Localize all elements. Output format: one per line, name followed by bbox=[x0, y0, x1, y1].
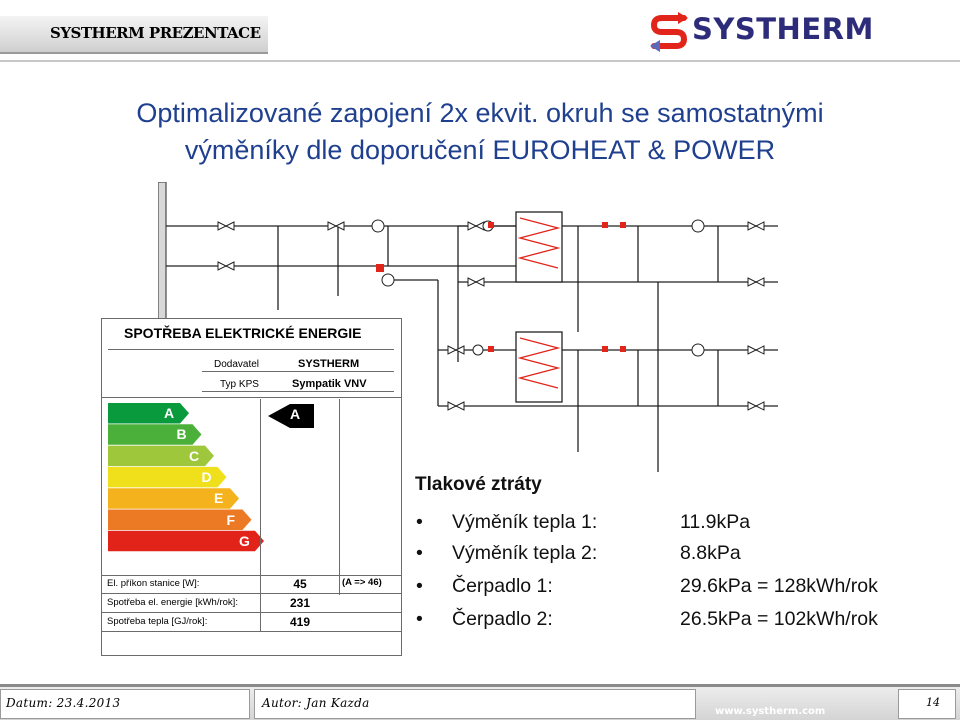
energy-class-letter-e: E bbox=[214, 490, 224, 507]
slide-header: SYSTHERM PREZENTACE SYSTHERM bbox=[0, 0, 960, 62]
energy-label-title: SPOTŘEBA ELEKTRICKÉ ENERGIE bbox=[124, 325, 362, 341]
energy-label-rule bbox=[202, 391, 394, 392]
type-label: Typ KPS bbox=[220, 379, 259, 390]
energy-class-scale bbox=[108, 403, 314, 552]
energy-label-column-rule bbox=[260, 399, 261, 575]
loss-item-label: Výměník tepla 2: bbox=[452, 542, 598, 564]
bullet-icon: • bbox=[416, 511, 423, 533]
slide-footer: Datum: 23.4.2013 Autor: Jan Kazda 14 www… bbox=[0, 684, 960, 720]
energy-label-column-rule bbox=[260, 575, 261, 631]
energy-label-rule bbox=[102, 397, 401, 398]
loss-item: • Výměník tepla 1: 11.9kPa bbox=[413, 511, 953, 538]
energy-label-column-rule bbox=[339, 575, 340, 595]
loss-item-label: Čerpadlo 2: bbox=[452, 608, 553, 630]
footer-author-box bbox=[254, 689, 696, 719]
header-label-box: SYSTHERM PREZENTACE bbox=[0, 16, 268, 54]
header-label: SYSTHERM PREZENTACE bbox=[50, 24, 261, 42]
energy-label-rule bbox=[102, 631, 401, 632]
energy-class-letter-g: G bbox=[239, 532, 250, 549]
supplier-value: SYSTHERM bbox=[298, 358, 360, 370]
systherm-logo: SYSTHERM bbox=[648, 8, 910, 56]
pressure-losses-heading: Tlakové ztráty bbox=[415, 474, 542, 495]
bullet-icon: • bbox=[416, 608, 423, 630]
power-input-note: (A => 46) bbox=[342, 577, 382, 588]
energy-label-rule bbox=[102, 612, 401, 613]
loss-item-label: Čerpadlo 1: bbox=[452, 575, 553, 597]
loss-item: • Výměník tepla 2: 8.8kPa bbox=[413, 542, 953, 569]
footer-page-box bbox=[898, 689, 956, 719]
page-number: 14 bbox=[926, 696, 940, 709]
slide-title-line-1: Optimalizované zapojení 2x ekvit. okruh … bbox=[136, 98, 824, 128]
footer-author: Autor: Jan Kazda bbox=[262, 696, 370, 710]
energy-class-arrow-e bbox=[108, 488, 239, 509]
loss-item-label: Výměník tepla 1: bbox=[452, 511, 598, 533]
energy-class-arrow-a bbox=[108, 403, 189, 424]
energy-class-arrow-d bbox=[108, 466, 227, 488]
energy-label-card: SPOTŘEBA ELEKTRICKÉ ENERGIE Dodavatel SY… bbox=[101, 318, 402, 656]
energy-class-arrow-g bbox=[108, 530, 264, 552]
energy-rating-marker: A bbox=[290, 406, 301, 422]
logo-mark-icon bbox=[650, 12, 688, 52]
heat-consumption-value: 419 bbox=[289, 615, 311, 629]
loss-item: • Čerpadlo 1: 29.6kPa = 128kWh/rok bbox=[413, 575, 953, 602]
energy-class-arrow-c bbox=[108, 445, 214, 467]
energy-class-letter-c: C bbox=[189, 447, 200, 464]
bullet-icon: • bbox=[416, 542, 423, 564]
logo-wordmark: SYSTHERM bbox=[692, 12, 874, 46]
energy-label-divider bbox=[108, 349, 394, 350]
electricity-consumption-label: Spotřeba el. energie [kWh/rok]: bbox=[107, 597, 238, 608]
loss-item-value: 8.8kPa bbox=[680, 542, 741, 564]
website-url: www.systherm.com bbox=[715, 706, 826, 717]
slide-title-line-2: výměníky dle doporučení EUROHEAT & POWER bbox=[184, 135, 776, 165]
energy-label-rule bbox=[102, 593, 401, 594]
supplier-label: Dodavatel bbox=[214, 359, 260, 370]
electricity-consumption-value: 231 bbox=[289, 596, 311, 610]
loss-item: • Čerpadlo 2: 26.5kPa = 102kWh/rok bbox=[413, 608, 953, 635]
power-input-label: El. příkon stanice [W]: bbox=[107, 578, 200, 589]
energy-class-arrows bbox=[108, 403, 264, 552]
energy-label-rule bbox=[202, 371, 394, 372]
loss-item-value: 11.9kPa bbox=[680, 511, 751, 533]
energy-label-column-rule bbox=[339, 399, 340, 575]
energy-class-letter-d: D bbox=[201, 468, 212, 485]
energy-class-letter-a: A bbox=[164, 405, 175, 421]
bullet-icon: • bbox=[416, 575, 423, 597]
energy-class-arrow-f bbox=[108, 509, 252, 530]
footer-date: Datum: 23.4.2013 bbox=[6, 696, 121, 710]
power-input-value: 45 bbox=[293, 577, 307, 591]
footer-date-box bbox=[0, 689, 250, 719]
energy-class-letter-f: F bbox=[226, 511, 236, 528]
footer-divider bbox=[0, 684, 960, 687]
loss-item-value: 26.5kPa = 102kWh/rok bbox=[680, 608, 878, 630]
hydraulic-scheme-diagram bbox=[158, 182, 778, 474]
heat-consumption-label: Spotřeba tepla [GJ/rok]: bbox=[107, 616, 208, 627]
header-divider bbox=[0, 60, 960, 62]
energy-label-rule bbox=[102, 575, 401, 576]
energy-class-arrow-b bbox=[108, 424, 202, 445]
energy-class-letter-b: B bbox=[176, 426, 187, 443]
loss-item-value: 29.6kPa = 128kWh/rok bbox=[680, 575, 878, 597]
slide-title: Optimalizované zapojení 2x ekvit. okruh … bbox=[60, 95, 900, 169]
type-value: Sympatik VNV bbox=[292, 378, 367, 390]
